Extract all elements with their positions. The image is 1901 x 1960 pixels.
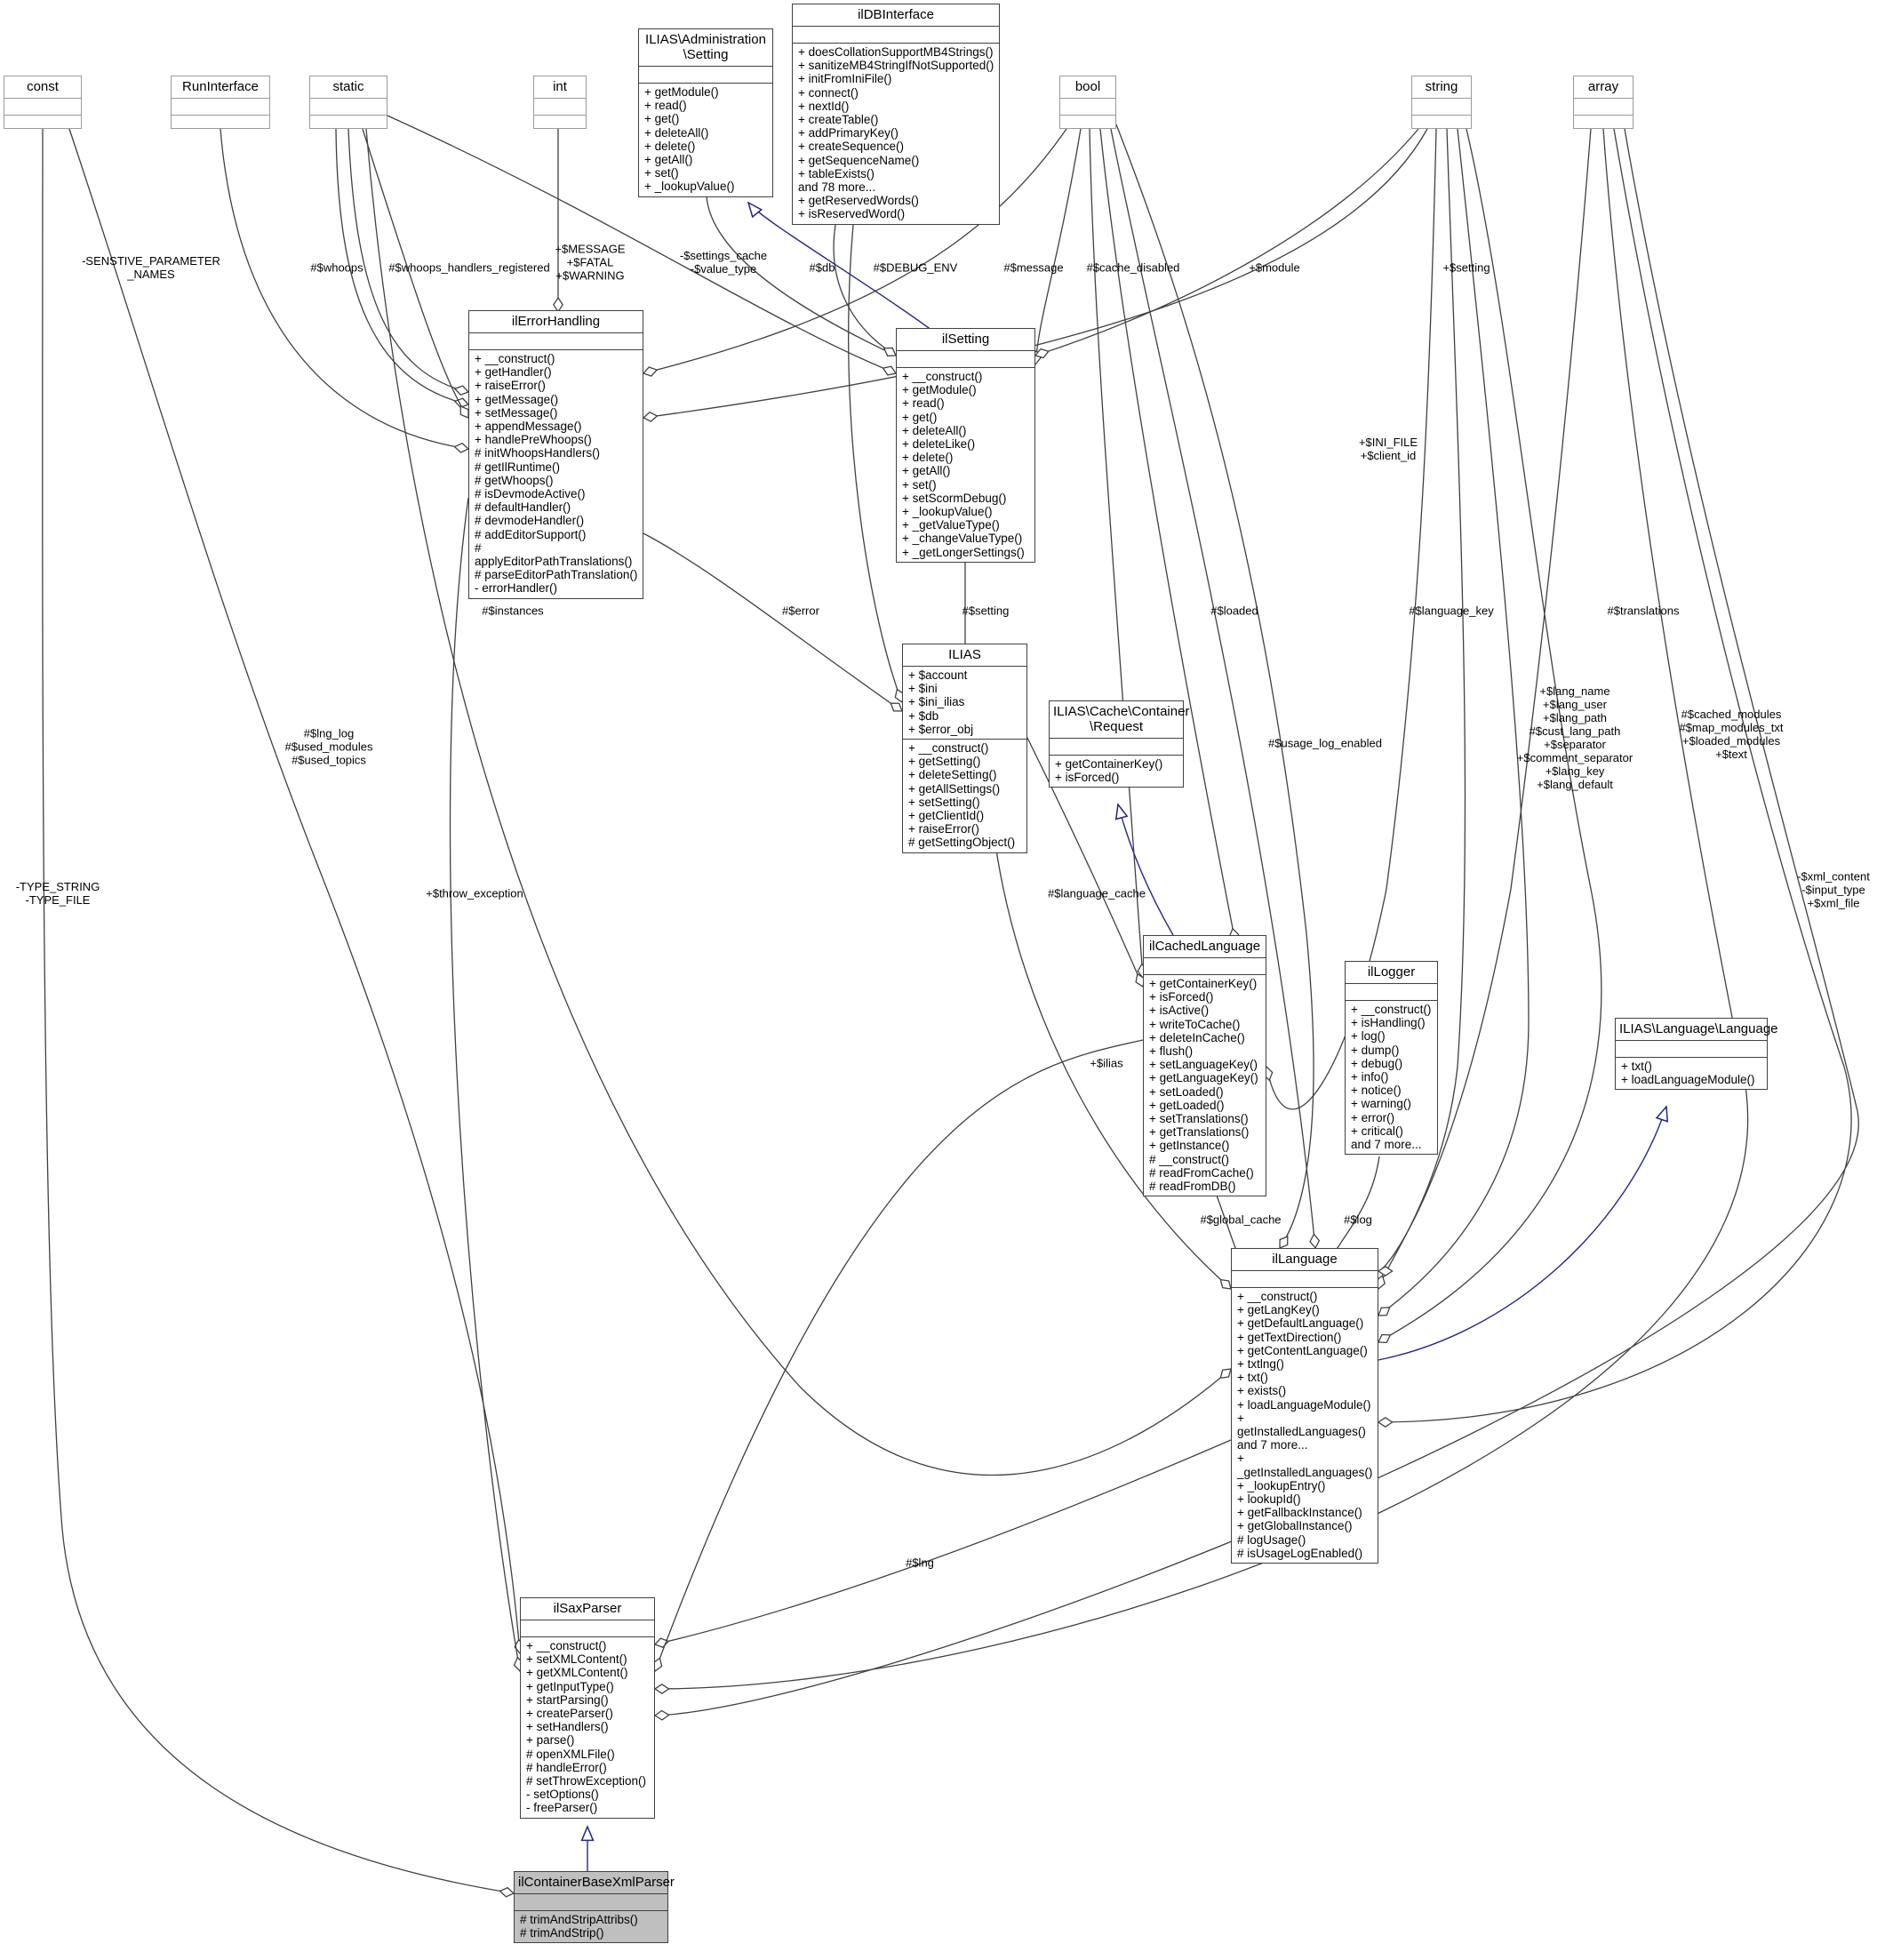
node-ilsetting-title: ilSetting [941, 332, 990, 347]
node-ilcachedlanguage-ops: + getContainerKey() + isForced() + isAct… [1149, 977, 1258, 1194]
node-array[interactable]: array [1573, 76, 1633, 129]
edge-label-language-key: #$language_key [1409, 604, 1494, 618]
edge-label-log: #$log [1344, 1212, 1372, 1227]
node-ilsaxparser[interactable]: ilSaxParser + __construct() + setXMLCont… [520, 1597, 655, 1819]
edge-label-debug-env: #$DEBUG_ENV [873, 260, 958, 275]
edge-label-instances: #$instances [482, 604, 544, 618]
node-ildbinterface-title: ilDBInterface [858, 7, 934, 22]
node-ilias-title: ILIAS [948, 647, 981, 662]
edge-label-usage-log-enabled: #$usage_log_enabled [1268, 736, 1382, 750]
node-ilsaxparser-title: ilSaxParser [553, 1601, 622, 1616]
edge-label-module: +$module [1249, 260, 1300, 275]
node-array-title: array [1587, 79, 1619, 94]
edge-label-settings-cache: -$settings_cache -$value_type [679, 249, 768, 276]
edge-label-lang-name-block: +$lang_name +$lang_user +$lang_path #$cu… [1516, 684, 1633, 791]
node-int[interactable]: int [533, 76, 587, 129]
node-ilias-ops: + __construct() + getSetting() + deleteS… [908, 741, 1016, 850]
node-ilias-cache-container-request[interactable]: ILIAS\Cache\Container \Request + getCont… [1049, 700, 1190, 788]
node-ilias-language-language[interactable]: ILIAS\Language\Language + txt() + loadLa… [1615, 1018, 1778, 1091]
node-ilcontainerbasexmlparser[interactable]: ilContainerBaseXmlParser # trimAndStripA… [514, 1871, 675, 1944]
edge-label-translations: #$translations [1607, 604, 1680, 618]
node-ilerrorhandling[interactable]: ilErrorHandling + __construct() + getHan… [468, 310, 643, 599]
node-illanguage[interactable]: ilLanguage + __construct() + getLangKey(… [1231, 1248, 1378, 1564]
node-runinterface[interactable]: RunInterface [171, 76, 270, 129]
node-ilias-attrs: + $account + $ini + $ini_ilias + $db + $… [908, 668, 974, 736]
node-ilias-language-language-ops: + txt() + loadLanguageModule() [1621, 1060, 1755, 1087]
node-bool-title: bool [1074, 79, 1101, 94]
node-ilsetting-ops: + __construct() + getModule() + read() +… [902, 370, 1025, 559]
edge-label-whoops: #$whoops [310, 260, 363, 275]
edge-label-language-cache: #$language_cache [1048, 886, 1146, 900]
node-illogger[interactable]: ilLogger + __construct() + isHandling() … [1345, 961, 1438, 1156]
node-ilias-cache-container-request-ops: + getContainerKey() + isForced() [1055, 757, 1163, 785]
node-int-title: int [553, 79, 567, 94]
edge-label-throw-exception: +$throw_exception [426, 886, 523, 900]
node-const-title: const [27, 79, 59, 94]
edge-label-ilias: +$ilias [1090, 1056, 1123, 1070]
node-ilias-administration-setting[interactable]: ILIAS\Administration \Setting + getModul… [638, 28, 773, 197]
edge-label-global-cache: #$global_cache [1200, 1212, 1282, 1227]
edge-label-sensitive-parameter-names: -SENSTIVE_PARAMETER _NAMES [82, 254, 220, 281]
node-string-title: string [1425, 79, 1458, 94]
node-string[interactable]: string [1411, 76, 1472, 129]
edge-label-loaded: #$loaded [1210, 604, 1258, 618]
node-ilias-cache-container-request-title: ILIAS\Cache\Container \Request [1053, 704, 1190, 734]
edge-label-cache-disabled: #$cache_disabled [1086, 260, 1180, 275]
node-ilsaxparser-ops: + __construct() + setXMLContent() + getX… [526, 1639, 647, 1815]
edge-label-whoops-handlers-registered: #$whoops_handlers_registered [388, 260, 550, 275]
node-ildbinterface-ops: + doesCollationSupportMB4Strings() + san… [798, 45, 994, 221]
edge-label-type-string: -TYPE_STRING -TYPE_FILE [15, 880, 100, 907]
edge-label-message: #$message [1003, 260, 1064, 275]
edge-label-message-fatal-warning: +$MESSAGE +$FATAL +$WARNING [555, 242, 626, 283]
edge-label-ini-file: +$INI_FILE +$client_id [1358, 436, 1418, 462]
node-ildbinterface[interactable]: ilDBInterface + doesCollationSupportMB4S… [792, 4, 1000, 225]
node-ilcontainerbasexmlparser-ops: # trimAndStripAttribs() # trimAndStrip() [520, 1913, 638, 1940]
node-static[interactable]: static [309, 76, 387, 129]
node-ilerrorhandling-ops: + __construct() + getHandler() + raiseEr… [475, 352, 638, 596]
node-static-title: static [332, 79, 364, 94]
node-ilerrorhandling-title: ilErrorHandling [511, 314, 601, 329]
node-illanguage-ops: + __construct() + getLangKey() + getDefa… [1237, 1290, 1373, 1560]
edge-label-cached-modules: #$cached_modules #$map_modules_txt +$loa… [1679, 708, 1784, 761]
node-const[interactable]: const [4, 76, 82, 129]
node-runinterface-title: RunInterface [182, 79, 259, 94]
node-ilcachedlanguage[interactable]: ilCachedLanguage + getContainerKey() + i… [1143, 935, 1266, 1197]
node-ilsetting[interactable]: ilSetting + __construct() + getModule() … [896, 328, 1035, 563]
node-illogger-title: ilLogger [1367, 964, 1416, 980]
edge-label-setting-mid: #$setting [962, 604, 1010, 618]
node-illogger-ops: + __construct() + isHandling() + log() +… [1351, 1003, 1432, 1152]
node-ilias-administration-setting-title: ILIAS\Administration \Setting [645, 32, 766, 62]
edge-label-lng: #$lng [906, 1556, 934, 1570]
node-illanguage-title: ilLanguage [1272, 1252, 1338, 1267]
node-ilias[interactable]: ILIAS + $account + $ini + $ini_ilias + $… [902, 644, 1027, 853]
node-ilias-language-language-title: ILIAS\Language\Language [1619, 1021, 1778, 1036]
edge-label-error: #$error [782, 604, 819, 618]
edge-label-lng-log: #$lng_log #$used_modules #$used_topics [284, 726, 373, 767]
node-ilcachedlanguage-title: ilCachedLanguage [1148, 939, 1261, 954]
node-ilias-administration-setting-ops: + getModule() + read() + get() + deleteA… [644, 85, 735, 194]
node-ilcontainerbasexmlparser-title: ilContainerBaseXmlParser [518, 1875, 675, 1890]
edge-label-xml-content: -$xml_content -$input_type +$xml_file [1797, 869, 1870, 910]
edge-label-setting-top: +$setting [1442, 260, 1490, 275]
edge-label-db: #$db [809, 260, 835, 275]
node-bool[interactable]: bool [1059, 76, 1116, 129]
